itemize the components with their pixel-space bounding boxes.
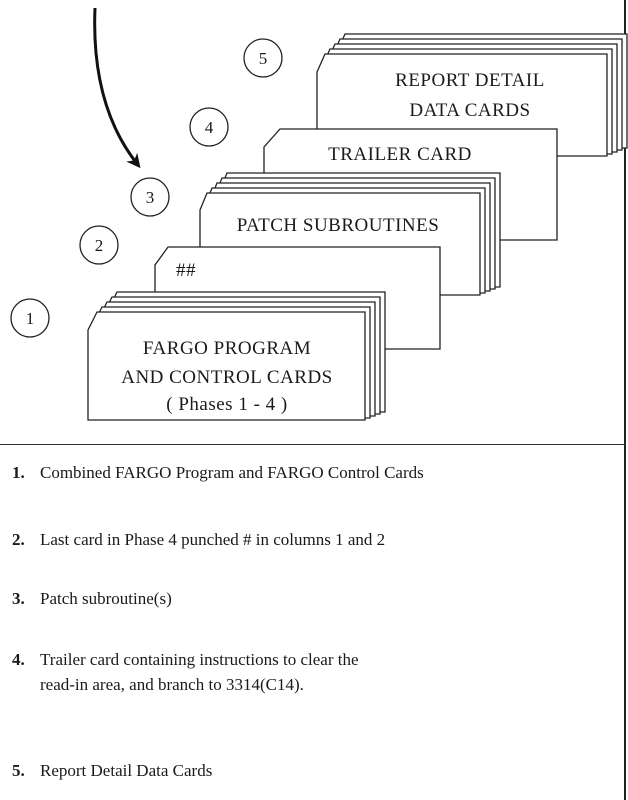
legend-number: 1.	[12, 463, 25, 482]
patch-subroutines-label: PATCH SUBROUTINES	[237, 215, 440, 236]
frame-border	[624, 0, 626, 800]
fargo-program-card-stack	[87, 291, 386, 421]
legend-number: 4.	[12, 650, 25, 669]
legend-number: 2.	[12, 530, 25, 549]
legend-text: Report Detail Data Cards	[40, 761, 213, 780]
marker-1: 1	[10, 298, 50, 338]
report-detail-label-line1: REPORT DETAIL	[395, 70, 545, 91]
legend-number: 3.	[12, 589, 25, 608]
svg-text:1: 1	[26, 309, 35, 328]
legend-item-5: 5. Report Detail Data Cards	[12, 758, 618, 783]
marker-3: 3	[130, 177, 170, 217]
legend-text: Combined FARGO Program and FARGO Control…	[40, 463, 424, 482]
section-divider	[0, 444, 626, 445]
legend-item-4: 4. Trailer card containing instructions …	[12, 647, 618, 697]
hash-card-label: ##	[176, 260, 196, 281]
legend-text: Trailer card containing instructions to …	[40, 650, 359, 669]
svg-text:2: 2	[95, 236, 104, 255]
marker-5: 5	[243, 38, 283, 78]
card-deck-diagram: REPORT DETAIL DATA CARDS TRAILER CARD PA…	[10, 7, 628, 421]
insertion-arrow	[93, 7, 141, 169]
fargo-label-line1: FARGO PROGRAM	[143, 338, 311, 359]
report-detail-label-line2: DATA CARDS	[409, 100, 530, 121]
legend-item-3: 3. Patch subroutine(s)	[12, 586, 618, 611]
marker-2: 2	[79, 225, 119, 265]
legend-number: 5.	[12, 761, 25, 780]
svg-text:5: 5	[259, 49, 268, 68]
svg-text:4: 4	[205, 118, 214, 137]
svg-text:3: 3	[146, 188, 155, 207]
trailer-card-label: TRAILER CARD	[328, 144, 472, 165]
fargo-label-line2: AND CONTROL CARDS	[121, 367, 333, 388]
legend-text-continued: read-in area, and branch to 3314(C14).	[40, 675, 304, 694]
legend-item-2: 2. Last card in Phase 4 punched # in col…	[12, 527, 618, 552]
marker-4: 4	[189, 107, 229, 147]
legend-text: Last card in Phase 4 punched # in column…	[40, 530, 386, 549]
legend-item-1: 1. Combined FARGO Program and FARGO Cont…	[12, 460, 618, 485]
fargo-label-line3: ( Phases 1 - 4 )	[166, 394, 287, 415]
legend-text: Patch subroutine(s)	[40, 589, 172, 608]
